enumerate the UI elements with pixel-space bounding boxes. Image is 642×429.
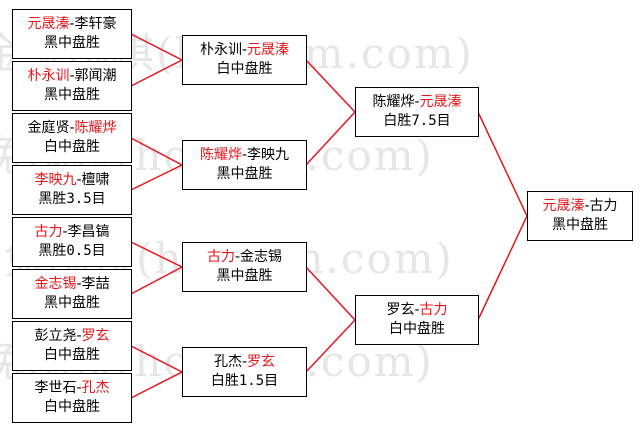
match-r2-3: 古力-金志锡 黑中盘胜 xyxy=(182,242,307,292)
separator: - xyxy=(241,354,248,370)
loser-name: 檀啸 xyxy=(81,172,110,188)
match-result: 黑中盘胜 xyxy=(44,87,100,103)
loser-name: 彭立尧 xyxy=(34,328,77,344)
winner-name: 陈耀烨 xyxy=(199,147,242,163)
separator: - xyxy=(69,120,75,136)
loser-name: 罗玄 xyxy=(386,302,415,318)
loser-name: 陈耀烨 xyxy=(372,94,415,110)
loser-name: 李喆 xyxy=(81,276,110,292)
separator: - xyxy=(584,198,590,214)
match-r2-2: 陈耀烨-李映九 黑中盘胜 xyxy=(182,140,307,190)
winner-name: 罗玄 xyxy=(247,354,276,370)
match-result: 白中盘胜 xyxy=(44,399,100,415)
match-r1-6: 金志锡-李喆 黑中盘胜 xyxy=(12,269,132,319)
separator: - xyxy=(76,172,82,188)
winner-name: 李映九 xyxy=(34,172,77,188)
match-result: 白胜1.5目 xyxy=(210,373,279,389)
match-result: 白中盘胜 xyxy=(44,139,100,155)
match-r1-4: 李映九-檀啸 黑胜3.5目 xyxy=(12,165,132,215)
separator: - xyxy=(241,147,248,163)
match-r1-1: 元晟溱-李轩豪 黑中盘胜 xyxy=(12,9,132,59)
connector xyxy=(130,137,184,191)
match-result: 黑中盘胜 xyxy=(44,295,100,311)
winner-name: 孔杰 xyxy=(81,380,110,396)
winner-name: 古力 xyxy=(419,302,448,318)
separator: - xyxy=(76,380,82,396)
match-result: 黑中盘胜 xyxy=(44,35,100,51)
winner-name: 元晟溱 xyxy=(247,42,290,58)
winner-name: 古力 xyxy=(34,224,63,240)
match-result: 黑中盘胜 xyxy=(216,268,273,284)
match-result: 黑中盘胜 xyxy=(552,217,608,233)
separator: - xyxy=(69,68,75,84)
loser-name: 金庭贤 xyxy=(27,120,70,136)
separator: - xyxy=(76,276,82,292)
separator: - xyxy=(76,328,82,344)
connector xyxy=(130,33,184,87)
winner-name: 朴永训 xyxy=(27,68,70,84)
winner-name: 金志锡 xyxy=(34,276,77,292)
match-result: 白中盘胜 xyxy=(44,347,100,363)
match-r3-1: 陈耀烨-元晟溱 白胜7.5目 xyxy=(355,87,479,137)
loser-name: 李映九 xyxy=(247,147,290,163)
match-final: 元晟溱-古力 黑中盘胜 xyxy=(527,191,633,241)
separator: - xyxy=(62,224,68,240)
connector xyxy=(305,266,357,373)
connector xyxy=(130,241,184,295)
match-r1-5: 古力-李昌镐 黑胜0.5目 xyxy=(12,217,132,267)
match-r2-4: 孔杰-罗玄 白胜1.5目 xyxy=(182,347,307,397)
match-r1-2: 朴永训-郭闻潮 黑中盘胜 xyxy=(12,61,132,111)
match-r1-3: 金庭贤-陈耀烨 白中盘胜 xyxy=(12,113,132,163)
match-r2-1: 朴永训-元晟溱 白中盘胜 xyxy=(182,35,307,85)
loser-name: 孔杰 xyxy=(213,354,242,370)
separator: - xyxy=(241,42,248,58)
separator: - xyxy=(69,16,75,32)
loser-name: 李世石 xyxy=(34,380,77,396)
match-result: 白中盘胜 xyxy=(216,61,273,77)
separator: - xyxy=(234,249,241,265)
match-r1-7: 彭立尧-罗玄 白中盘胜 xyxy=(12,321,132,371)
loser-name: 郭闻潮 xyxy=(74,68,117,84)
separator: - xyxy=(414,302,420,318)
loser-name: 李轩豪 xyxy=(74,16,117,32)
loser-name: 金志锡 xyxy=(240,249,283,265)
connector xyxy=(305,59,357,166)
match-result: 黑胜3.5目 xyxy=(38,191,106,207)
winner-name: 罗玄 xyxy=(81,328,110,344)
match-result: 黑中盘胜 xyxy=(216,166,273,182)
match-result: 白胜7.5目 xyxy=(383,113,451,129)
loser-name: 古力 xyxy=(589,198,618,214)
separator: - xyxy=(414,94,420,110)
loser-name: 李昌镐 xyxy=(67,224,110,240)
winner-name: 元晟溱 xyxy=(27,16,70,32)
winner-name: 元晟溱 xyxy=(542,198,585,214)
winner-name: 陈耀烨 xyxy=(74,120,117,136)
connector xyxy=(477,111,528,321)
connector xyxy=(130,345,184,399)
winner-name: 古力 xyxy=(206,249,235,265)
loser-name: 朴永训 xyxy=(199,42,242,58)
match-result: 黑胜0.5目 xyxy=(38,243,106,259)
winner-name: 元晟溱 xyxy=(419,94,462,110)
match-result: 白中盘胜 xyxy=(389,321,445,337)
match-r1-8: 李世石-孔杰 白中盘胜 xyxy=(12,373,132,423)
match-r3-2: 罗玄-古力 白中盘胜 xyxy=(355,295,479,345)
